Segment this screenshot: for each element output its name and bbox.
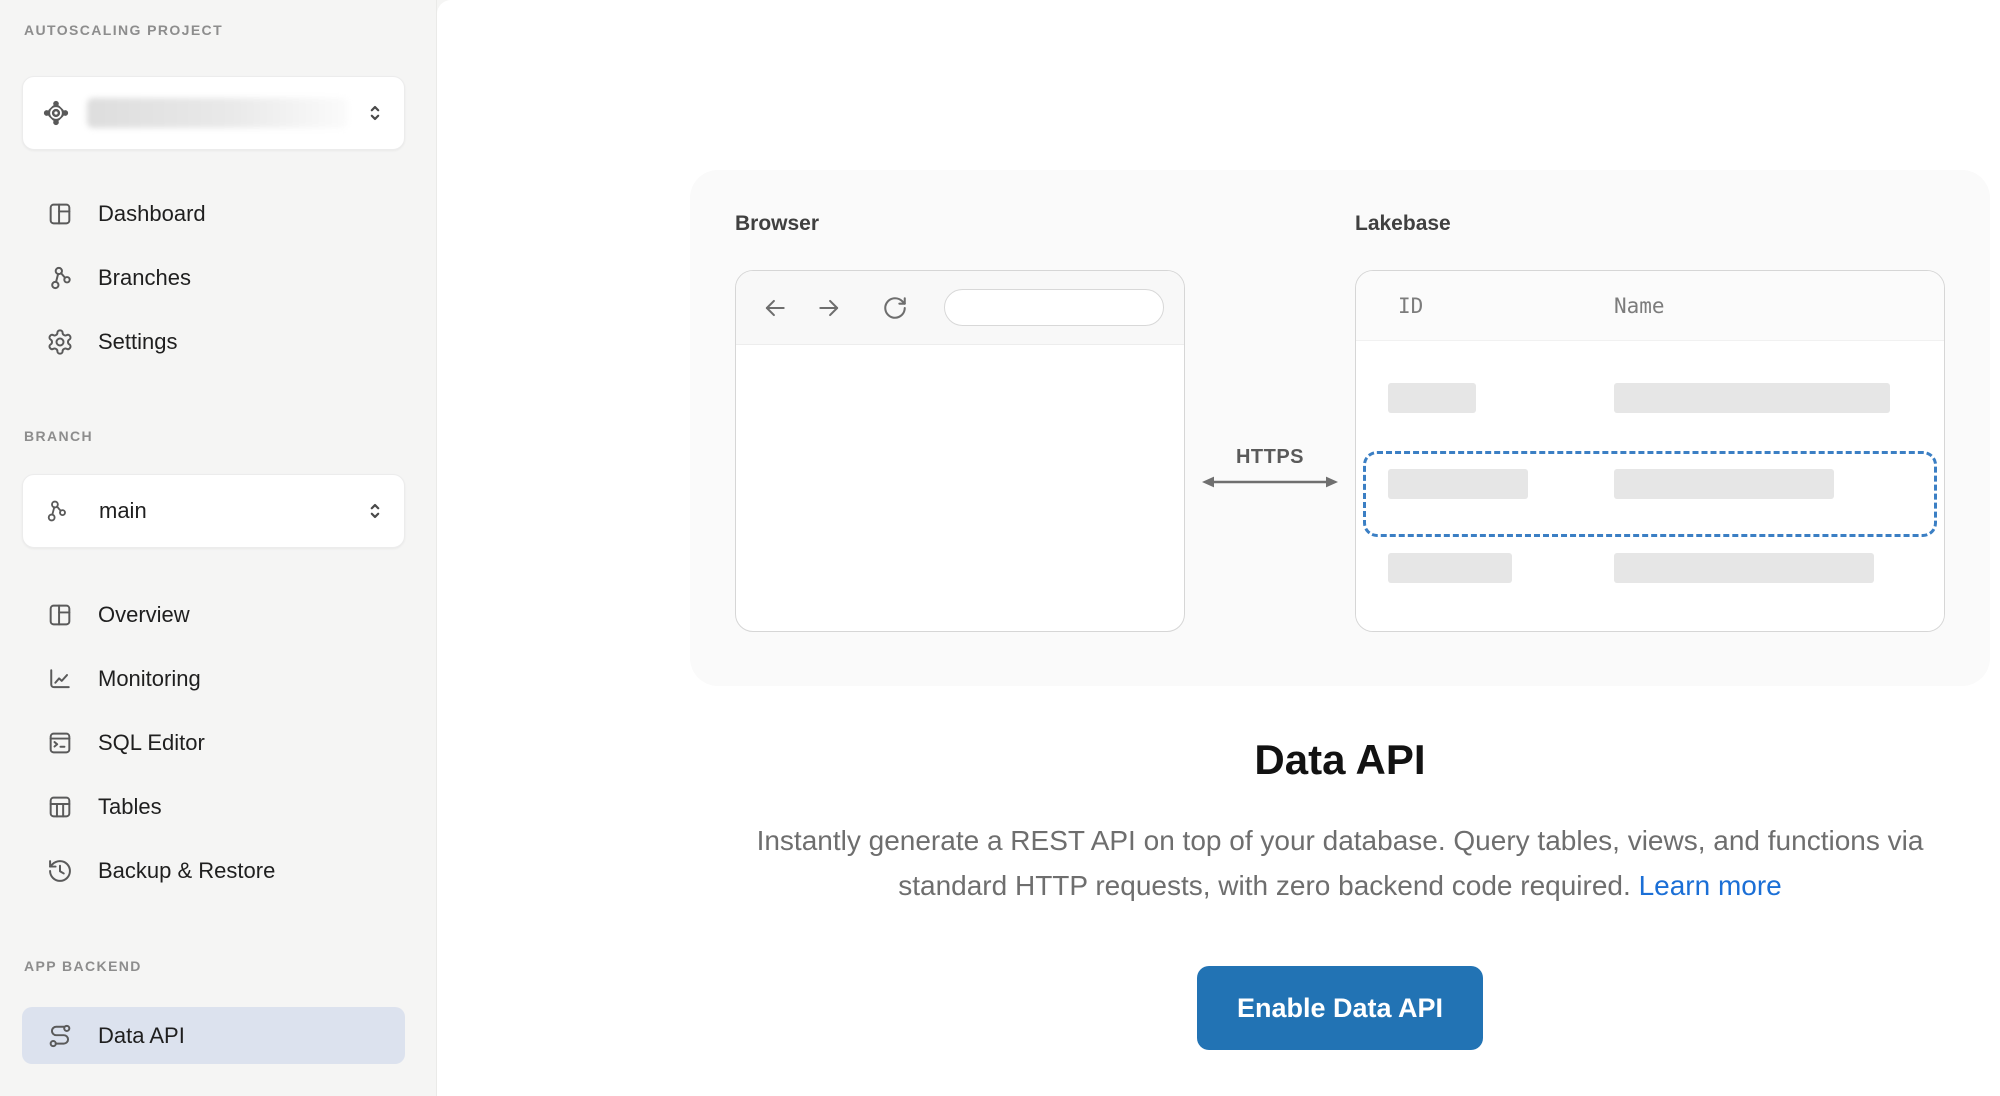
branch-selector-value: main xyxy=(99,498,147,523)
gear-icon xyxy=(46,328,74,356)
table-icon xyxy=(46,793,74,821)
sidebar-item-backup-restore[interactable]: Backup & Restore xyxy=(22,839,405,903)
enable-data-api-button[interactable]: Enable Data API xyxy=(1196,966,1484,1050)
skeleton-bar xyxy=(1388,469,1528,499)
protocol-label: HTTPS xyxy=(1235,446,1305,468)
browser-mock-label: Browser xyxy=(735,212,820,235)
chevron-up-down-icon xyxy=(364,99,386,127)
sidebar-item-sql-editor[interactable]: SQL Editor xyxy=(22,711,405,775)
double-arrow-icon xyxy=(1200,473,1340,491)
learn-more-link[interactable]: Learn more xyxy=(1638,870,1782,901)
sidebar-item-dashboard[interactable]: Dashboard xyxy=(22,182,405,246)
lakebase-mock-label: Lakebase xyxy=(1355,212,1451,235)
line-chart-icon xyxy=(46,665,74,693)
description-line-2: standard HTTP requests, with zero backen… xyxy=(898,870,1631,901)
data-api-illustration-card: Browser xyxy=(690,170,1990,686)
sidebar-item-branches[interactable]: Branches xyxy=(22,246,405,310)
forward-arrow-icon xyxy=(816,295,842,321)
section-label-autoscaling-project: AUTOSCALING PROJECT xyxy=(24,22,224,38)
table-header-row: ID Name xyxy=(1356,271,1944,341)
overview-icon xyxy=(46,601,74,629)
sidebar-item-label: Backup & Restore xyxy=(98,858,276,883)
skeleton-bar xyxy=(1388,383,1476,413)
branch-icon xyxy=(43,498,69,524)
main-content: Browser xyxy=(437,0,2000,1096)
table-body xyxy=(1356,341,1944,631)
https-connector: HTTPS xyxy=(1185,446,1355,491)
sidebar: AUTOSCALING PROJECT xyxy=(0,0,437,1096)
reload-icon xyxy=(882,295,908,321)
back-arrow-icon xyxy=(762,295,788,321)
sidebar-item-label: Dashboard xyxy=(98,201,206,226)
sidebar-item-tables[interactable]: Tables xyxy=(22,775,405,839)
sidebar-item-settings[interactable]: Settings xyxy=(22,310,405,374)
column-header-name: Name xyxy=(1614,293,1665,318)
highlighted-row-outline xyxy=(1363,451,1937,537)
skeleton-bar xyxy=(1614,383,1890,413)
page-description: Instantly generate a REST API on top of … xyxy=(690,818,1990,908)
sidebar-item-label: Monitoring xyxy=(98,666,201,691)
column-header-id: ID xyxy=(1398,293,1424,318)
skeleton-bar xyxy=(1388,553,1512,583)
sidebar-item-label: Tables xyxy=(98,794,162,819)
route-icon xyxy=(46,1022,74,1050)
terminal-window-icon xyxy=(46,729,74,757)
skeleton-bar xyxy=(1614,553,1874,583)
url-bar-mock xyxy=(944,289,1164,326)
sidebar-item-monitoring[interactable]: Monitoring xyxy=(22,647,405,711)
description-line-1: Instantly generate a REST API on top of … xyxy=(756,825,1924,856)
sidebar-item-overview[interactable]: Overview xyxy=(22,583,405,647)
chevron-up-down-icon xyxy=(364,497,386,525)
project-compass-icon xyxy=(43,100,69,126)
branch-selector[interactable]: main xyxy=(22,474,405,548)
browser-mock-window xyxy=(735,270,1185,632)
section-label-app-backend: APP BACKEND xyxy=(24,958,142,974)
section-label-branch: BRANCH xyxy=(24,428,94,444)
sidebar-item-data-api[interactable]: Data API xyxy=(22,1007,405,1064)
skeleton-bar xyxy=(1614,469,1834,499)
sidebar-item-label: Branches xyxy=(98,265,191,290)
lakebase-mock-table: ID Name xyxy=(1355,270,1945,632)
sidebar-item-label: Overview xyxy=(98,602,190,627)
branches-icon xyxy=(46,264,74,292)
sidebar-item-label: Settings xyxy=(98,329,178,354)
history-icon xyxy=(46,857,74,885)
sidebar-item-label: SQL Editor xyxy=(98,730,205,755)
project-name-blurred xyxy=(87,98,348,128)
browser-mock-toolbar xyxy=(736,271,1184,345)
dashboard-icon xyxy=(46,200,74,228)
sidebar-item-label: Data API xyxy=(98,1022,185,1048)
page-title: Data API xyxy=(1254,736,1426,783)
project-selector[interactable] xyxy=(22,76,405,150)
